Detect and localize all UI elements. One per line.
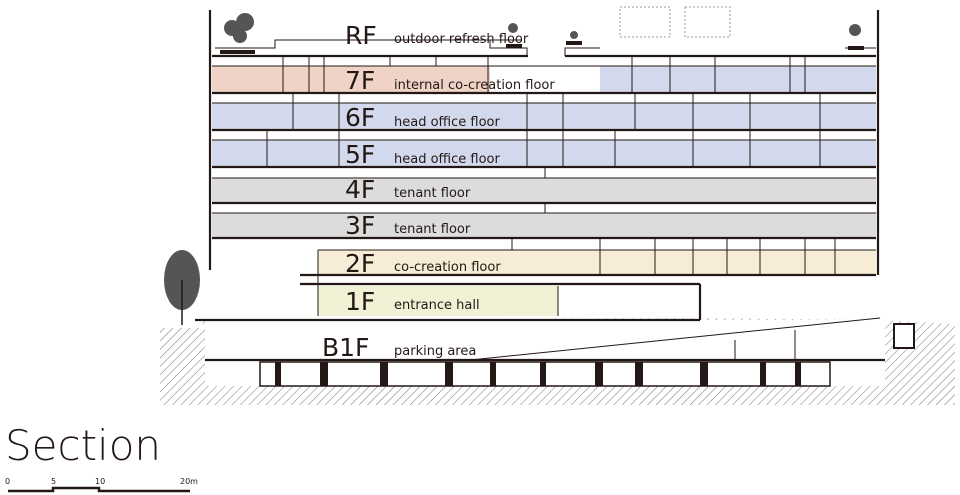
floor-level: 1F — [345, 287, 375, 316]
partitions — [266, 56, 836, 360]
floor-name: parking area — [394, 344, 476, 359]
pit — [893, 323, 915, 349]
basement-ramp — [469, 317, 881, 361]
band-2f — [318, 250, 876, 274]
floor-level: 6F — [345, 103, 375, 132]
scale-tick: 5 — [51, 477, 56, 486]
floor-level: 4F — [345, 175, 375, 204]
band-4f — [212, 178, 876, 202]
floor-name: head office floor — [394, 115, 500, 130]
floor-name: outdoor refresh floor — [394, 32, 529, 47]
band-7f-office — [600, 66, 876, 92]
scale-tick: 0 — [5, 477, 10, 486]
floor-name: entrance hall — [394, 298, 480, 313]
band-7f-internal — [212, 66, 490, 92]
floor-level: B1F — [322, 333, 369, 362]
floor-labels: RF outdoor refresh floor 7F internal co-… — [322, 21, 555, 362]
band-3f — [212, 213, 876, 237]
scale-tick: 20m — [180, 477, 198, 486]
floor-level: 2F — [345, 249, 375, 278]
tree-icon — [164, 13, 864, 325]
scale-tick: 10 — [95, 477, 105, 486]
floor-level: 7F — [345, 66, 375, 95]
band-1f — [318, 286, 558, 316]
band-6f — [212, 103, 876, 130]
floor-level: 5F — [345, 140, 375, 169]
roof-parapets — [215, 6, 876, 56]
floor-name: tenant floor — [394, 186, 471, 201]
floor-level: 3F — [345, 211, 375, 240]
floor-name: tenant floor — [394, 222, 471, 237]
band-5f — [212, 140, 876, 166]
floor-name: head office floor — [394, 152, 500, 167]
basement-columns — [275, 362, 801, 386]
scale-bar: 0 5 10 20m — [5, 477, 198, 493]
floor-name: co-creation floor — [394, 260, 501, 275]
drawing-title: Section — [5, 421, 161, 470]
slabs — [208, 10, 880, 320]
floor-name: internal co-creation floor — [394, 78, 555, 93]
floor-level: RF — [345, 21, 377, 50]
